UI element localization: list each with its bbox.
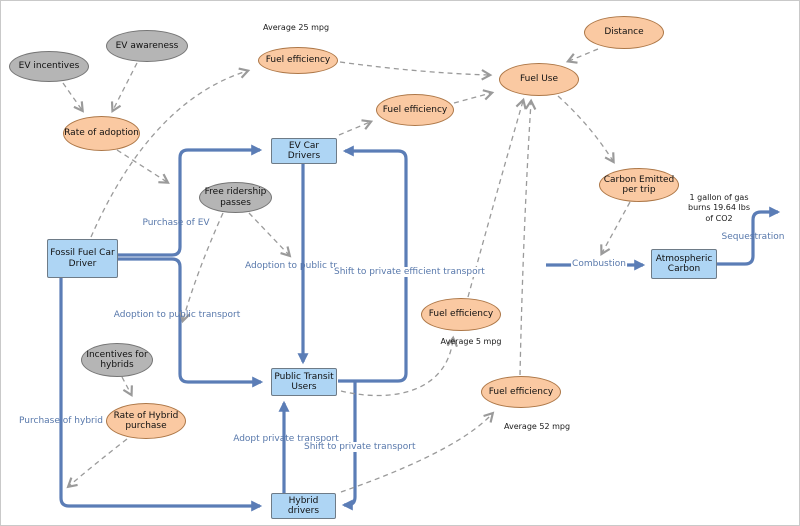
node-label: Fuel efficiency: [488, 386, 554, 397]
node-label: EV incentives: [18, 61, 80, 72]
annotation-average-25-mpg: Average 25 mpg: [262, 23, 330, 32]
link-free-ridership-to-adoption-left[interactable]: [179, 212, 224, 324]
flow-purchase-of-ev[interactable]: [118, 144, 263, 257]
flow-label-purchase-of-ev: Purchase of EV: [142, 218, 210, 228]
stock-public-transit-users[interactable]: Public Transit Users: [271, 368, 337, 396]
link-distance-to-fuel-use[interactable]: [565, 48, 599, 64]
flow-label-adoption-to-public-transport: Adoption to public transport: [113, 310, 241, 320]
stock-hybrid-drivers[interactable]: Hybrid drivers: [271, 493, 336, 519]
node-fuel-efficiency-hybrid[interactable]: Fuel efficiency: [481, 376, 561, 408]
stock-label: Hybrid drivers: [287, 495, 320, 516]
node-ev-incentives[interactable]: EV incentives: [9, 51, 89, 82]
link-rate-of-adoption-to-purchase-of-ev[interactable]: [116, 149, 170, 184]
flow-label-adopt-private-transport: Adopt private transport: [233, 434, 339, 444]
node-ev-awareness[interactable]: EV awareness: [106, 30, 188, 62]
link-free-ridership-to-adoption-mid[interactable]: [248, 212, 292, 258]
link-transit-to-fuel-efficiency-5[interactable]: [340, 335, 458, 397]
node-free-ridership-passes[interactable]: Free ridership passes: [199, 182, 272, 213]
flow-label-purchase-of-hybrid: Purchase of hybrid: [19, 416, 103, 426]
stock-label: Fossil Fuel Car Driver: [50, 248, 115, 269]
flow-label-sequestration: Sequestration: [721, 232, 785, 242]
flow-shift-to-private-efficient-transport[interactable]: [338, 145, 408, 383]
node-fuel-use[interactable]: Fuel Use: [499, 63, 579, 96]
link-ev-drivers-to-fuel-efficiency[interactable]: [338, 119, 374, 136]
link-ev-awareness-to-rate-of-adoption[interactable]: [110, 62, 138, 114]
flow-shift-to-private-transport[interactable]: [341, 381, 357, 511]
link-fossil-driver-to-fuel-efficiency[interactable]: [90, 67, 251, 238]
node-fuel-efficiency-ev[interactable]: Fuel efficiency: [376, 94, 454, 126]
node-label: Incentives for hybrids: [86, 349, 148, 370]
stock-ev-car-drivers[interactable]: EV Car Drivers: [271, 138, 337, 164]
node-fuel-efficiency-transit[interactable]: Fuel efficiency: [421, 298, 501, 331]
flow-label-shift-to-private-transport: Shift to private transport: [303, 442, 417, 452]
node-label: Rate of Hybrid purchase: [113, 410, 179, 431]
node-incentives-for-hybrids[interactable]: Incentives for hybrids: [81, 343, 153, 377]
link-carbon-emitted-to-combustion[interactable]: [600, 201, 631, 256]
flow-label-shift-to-private-efficient-transport: Shift to private efficient transport: [333, 267, 486, 277]
stock-label: Public Transit Users: [274, 371, 334, 392]
node-distance[interactable]: Distance: [584, 16, 664, 49]
stock-atmospheric-carbon[interactable]: Atmospheric Carbon: [651, 249, 717, 279]
node-rate-of-hybrid-purchase[interactable]: Rate of Hybrid purchase: [106, 403, 186, 439]
flow-purchase-of-hybrid[interactable]: [59, 278, 263, 512]
node-label: Fuel efficiency: [382, 104, 448, 115]
flow-label-adoption-to-public-tr: Adoption to public tr: [245, 261, 338, 271]
link-fuel-efficiency-fossil-to-fuel-use[interactable]: [339, 61, 493, 81]
flow-label-combustion: Combustion: [571, 259, 627, 269]
link-fuel-use-to-carbon-emitted[interactable]: [557, 95, 615, 164]
node-carbon-emitted-per-trip[interactable]: Carbon Emitted per trip: [599, 168, 679, 202]
link-fuel-efficiency-5-to-fuel-use[interactable]: [467, 97, 527, 298]
node-fuel-efficiency-fossil[interactable]: Fuel efficiency: [258, 47, 338, 74]
node-label: Distance: [604, 27, 644, 38]
annotation-average-5-mpg: Average 5 mpg: [440, 337, 502, 346]
node-label: Carbon Emitted per trip: [603, 174, 675, 195]
link-rate-hybrid-to-purchase-hybrid[interactable]: [66, 438, 128, 489]
stock-label: EV Car Drivers: [287, 140, 321, 161]
annotation-gallon-co2-note: 1 gallon of gas burns 19.64 lbs of CO2: [688, 193, 750, 223]
link-incentives-to-rate-hybrid[interactable]: [121, 376, 133, 397]
node-label: Free ridership passes: [204, 187, 267, 208]
link-fuel-efficiency-52-to-fuel-use[interactable]: [519, 98, 537, 376]
link-ev-incentives-to-rate-of-adoption[interactable]: [62, 82, 84, 113]
link-hybrid-to-fuel-efficiency-52[interactable]: [340, 411, 495, 493]
node-rate-of-adoption[interactable]: Rate of adoption: [63, 116, 140, 151]
node-label: Fuel efficiency: [265, 55, 331, 66]
link-fuel-efficiency-ev-to-fuel-use[interactable]: [453, 89, 495, 104]
stock-fossil-fuel-car-driver[interactable]: Fossil Fuel Car Driver: [47, 239, 118, 278]
node-label: Rate of adoption: [64, 128, 139, 139]
flow-sequestration[interactable]: [717, 206, 781, 266]
annotation-average-52-mpg: Average 52 mpg: [503, 422, 571, 431]
node-label: Fuel Use: [519, 74, 559, 85]
node-label: EV awareness: [115, 40, 179, 51]
node-label: Fuel efficiency: [428, 309, 494, 320]
stock-label: Atmospheric Carbon: [655, 253, 713, 274]
